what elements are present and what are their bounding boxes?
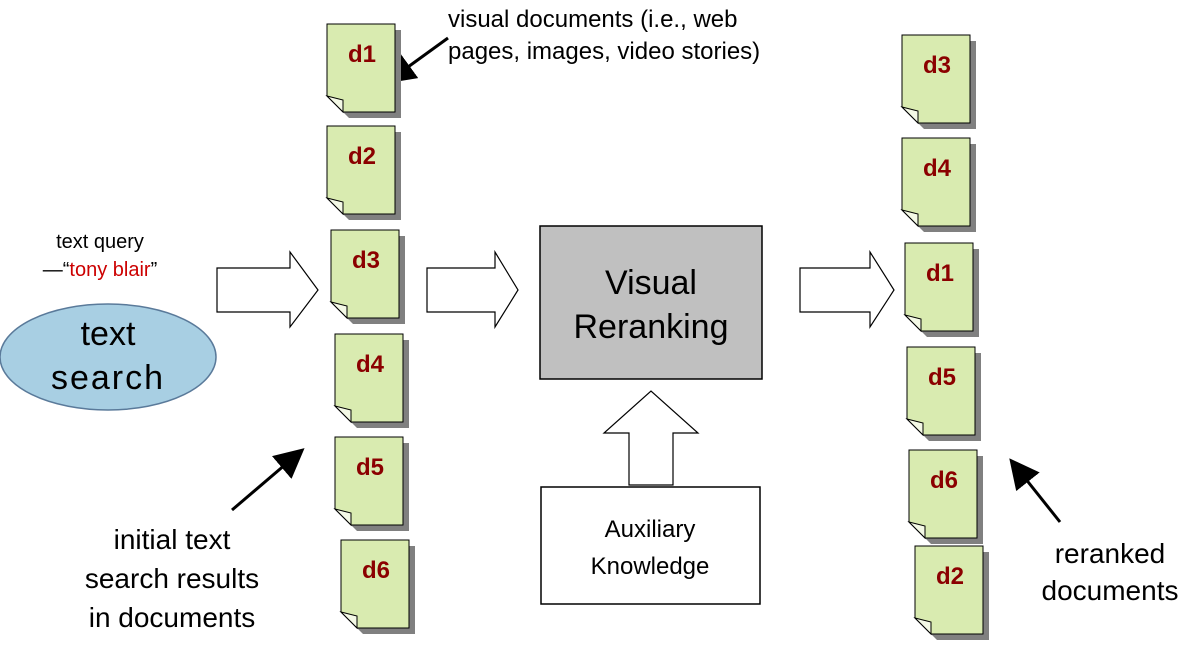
initial-document-d1: d1 (325, 23, 401, 118)
initial-document-d5: d5 (333, 436, 409, 531)
reranked-documents-column: d3 d4 d1 d5 d6 d2 (900, 34, 989, 640)
document-page (334, 436, 404, 526)
visual-documents-line2: pages, images, video stories) (448, 38, 760, 65)
document-page (906, 346, 976, 436)
reranking-line1: Visual (605, 264, 697, 302)
arrow-docs-to-reranking (426, 249, 519, 330)
document-label: d6 (930, 467, 958, 494)
initial-documents-column: d1 d2 d3 d4 d5 d6 (325, 23, 415, 634)
document-page (326, 125, 396, 215)
document-label: d2 (936, 563, 964, 590)
document-page (904, 242, 974, 332)
initial-document-d3: d3 (329, 229, 405, 324)
document-page (334, 333, 404, 423)
visual-reranking-box (539, 225, 763, 380)
visual-documents-line1: visual documents (i.e., web (448, 6, 737, 33)
document-label: d1 (926, 260, 954, 287)
query-open-quote: —“ (43, 259, 70, 281)
document-fold (905, 418, 924, 437)
document-fold (339, 611, 358, 630)
document-label: d6 (362, 557, 390, 584)
text-search-line2: search (51, 359, 165, 397)
text-search-ellipse (0, 303, 217, 411)
initial-results-line3: in documents (89, 602, 256, 633)
document-label: d5 (356, 454, 384, 481)
reranked-document-d2: d2 (913, 545, 989, 640)
initial-document-d4: d4 (333, 333, 409, 428)
document-fold (900, 209, 919, 228)
reranked-document-d1: d1 (903, 242, 979, 337)
document-fold (913, 617, 932, 636)
reranked-document-d6: d6 (907, 449, 983, 544)
query-close-quote: ” (151, 259, 158, 281)
document-page (340, 539, 410, 629)
document-fold (333, 405, 352, 424)
reranked-line1: reranked (1055, 538, 1166, 569)
initial-document-d6: d6 (339, 539, 415, 634)
arrow-reranking-to-results (799, 249, 895, 330)
auxiliary-line1: Auxiliary (605, 516, 696, 543)
reranking-line2: Reranking (574, 308, 729, 346)
arrow-knowledge-to-reranking (602, 390, 700, 486)
document-label: d4 (356, 351, 385, 378)
text-search-line1: text (81, 315, 136, 353)
document-page (901, 137, 971, 227)
document-fold (900, 106, 919, 125)
reranked-line2: documents (1042, 575, 1179, 606)
arrow-search-to-docs (216, 250, 319, 329)
document-label: d1 (348, 41, 376, 68)
document-page (330, 229, 400, 319)
document-fold (325, 197, 344, 216)
reranked-document-d5: d5 (905, 346, 981, 441)
reranked-document-d3: d3 (900, 34, 976, 129)
document-page (901, 34, 971, 124)
document-fold (325, 95, 344, 114)
document-fold (903, 314, 922, 333)
reranked-pointer (1009, 458, 1062, 523)
document-fold (907, 521, 926, 540)
text-query-value: —“tony blair” (43, 259, 158, 281)
document-page (326, 23, 396, 113)
document-label: d3 (923, 52, 951, 79)
document-fold (333, 508, 352, 527)
auxiliary-knowledge-box (540, 486, 761, 605)
document-label: d2 (348, 143, 376, 170)
document-label: d3 (352, 247, 380, 274)
document-page (914, 545, 984, 635)
document-fold (329, 301, 348, 320)
document-label: d5 (928, 364, 956, 391)
reranked-document-d4: d4 (900, 137, 976, 232)
auxiliary-line2: Knowledge (591, 553, 710, 580)
document-page (908, 449, 978, 539)
initial-results-pointer (231, 448, 305, 512)
initial-document-d2: d2 (325, 125, 401, 220)
text-query-label: text query (56, 231, 144, 253)
initial-results-line1: initial text (114, 524, 231, 555)
query-term: tony blair (69, 259, 150, 281)
initial-results-line2: search results (85, 563, 259, 594)
document-label: d4 (923, 155, 952, 182)
